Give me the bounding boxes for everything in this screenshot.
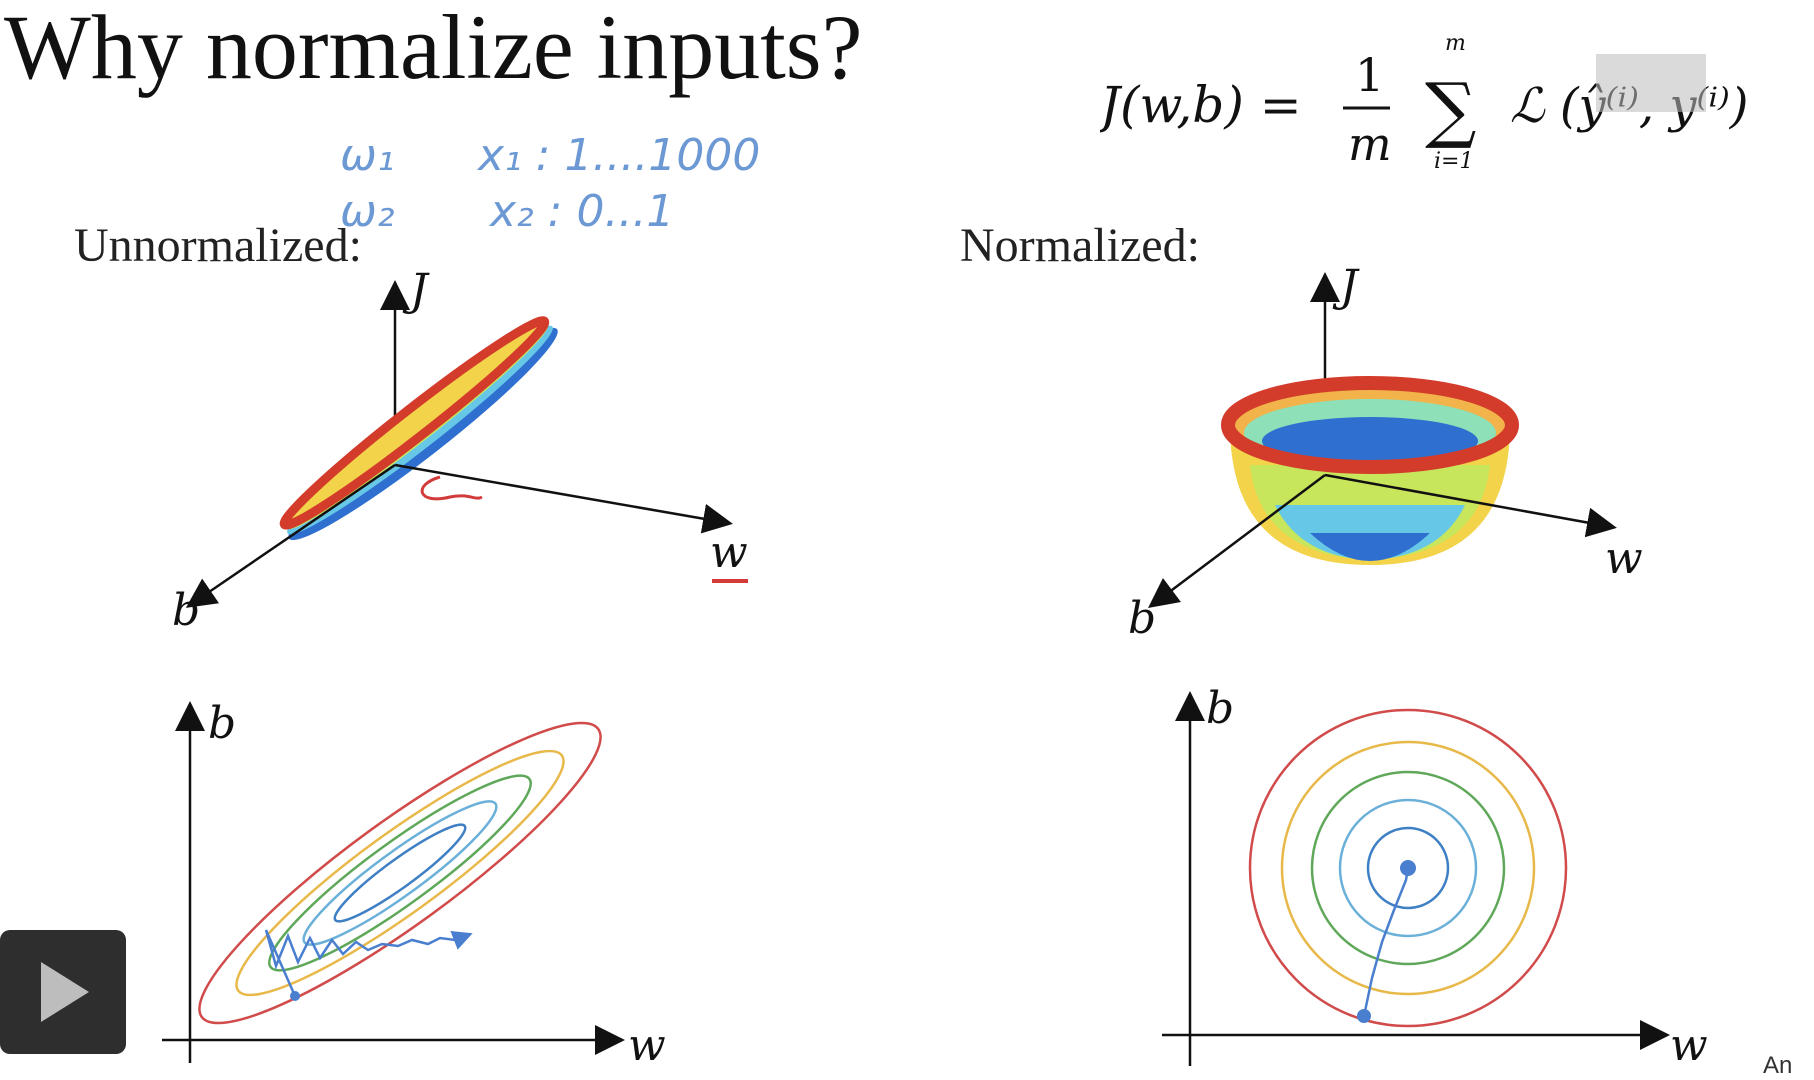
b-axis-label: b xyxy=(208,698,236,749)
summation-icon: ∑ xyxy=(1425,67,1476,151)
w-axis-label: w xyxy=(710,527,748,578)
w-axis xyxy=(394,463,733,534)
normalized-label: Normalized: xyxy=(960,219,1200,272)
formula-fraction-denominator: m xyxy=(1348,117,1392,171)
unnormalized-label: Unnormalized: xyxy=(74,219,362,272)
b-axis-label: b xyxy=(1206,688,1234,734)
w-axis xyxy=(1324,473,1617,538)
sum-upper-limit: m xyxy=(1445,36,1466,56)
formula-overlay-artifact xyxy=(1596,54,1706,112)
normalized-contour-plot: b w xyxy=(1162,688,1708,1071)
elongated-bowl xyxy=(279,316,558,541)
b-axis-label: b xyxy=(172,585,200,635)
w-axis-label: w xyxy=(1670,1020,1708,1071)
play-icon xyxy=(41,962,89,1022)
j-axis-label: J xyxy=(1332,265,1360,312)
cost-formula: J(w,b) = 1 m m ∑ i=1 ℒ (ŷ⁽ⁱ⁾, y⁽ⁱ⁾) xyxy=(1100,36,1749,174)
unnormalized-surface-plot: J w b xyxy=(172,265,748,635)
minimum-point xyxy=(1400,860,1416,876)
note-x1: x₁ : 1....1000 xyxy=(478,130,761,181)
gradient-descent-path xyxy=(1362,867,1410,1017)
note-x2: x₂ : 0...1 xyxy=(490,186,675,237)
b-axis xyxy=(185,463,396,608)
start-point xyxy=(290,991,300,1001)
gradient-descent-path xyxy=(264,929,473,997)
play-button[interactable] xyxy=(0,930,126,1054)
b-axis-label: b xyxy=(1128,593,1156,635)
start-point xyxy=(1357,1009,1371,1023)
arrow-annotation-icon xyxy=(420,475,483,501)
sum-lower-limit: i=1 xyxy=(1434,149,1473,174)
watermark-text: An xyxy=(1763,1052,1793,1079)
note-w1: ω₁ xyxy=(340,130,395,181)
w-axis-label: w xyxy=(628,1020,666,1071)
j-axis-label: J xyxy=(402,265,430,316)
formula-fraction-numerator: 1 xyxy=(1355,48,1384,102)
unnormalized-contour-plot: b w xyxy=(162,698,666,1071)
b-axis xyxy=(1148,474,1326,609)
note-w2: ω₂ xyxy=(340,186,395,237)
elongated-contours xyxy=(198,721,602,1025)
formula-lhs: J(w,b) = xyxy=(1100,76,1302,134)
w-axis-label: w xyxy=(1605,533,1643,584)
normalized-surface-plot: J w b xyxy=(1128,265,1643,635)
slide-title: Why normalize inputs? xyxy=(4,0,863,98)
circular-contours xyxy=(1248,708,1568,1028)
